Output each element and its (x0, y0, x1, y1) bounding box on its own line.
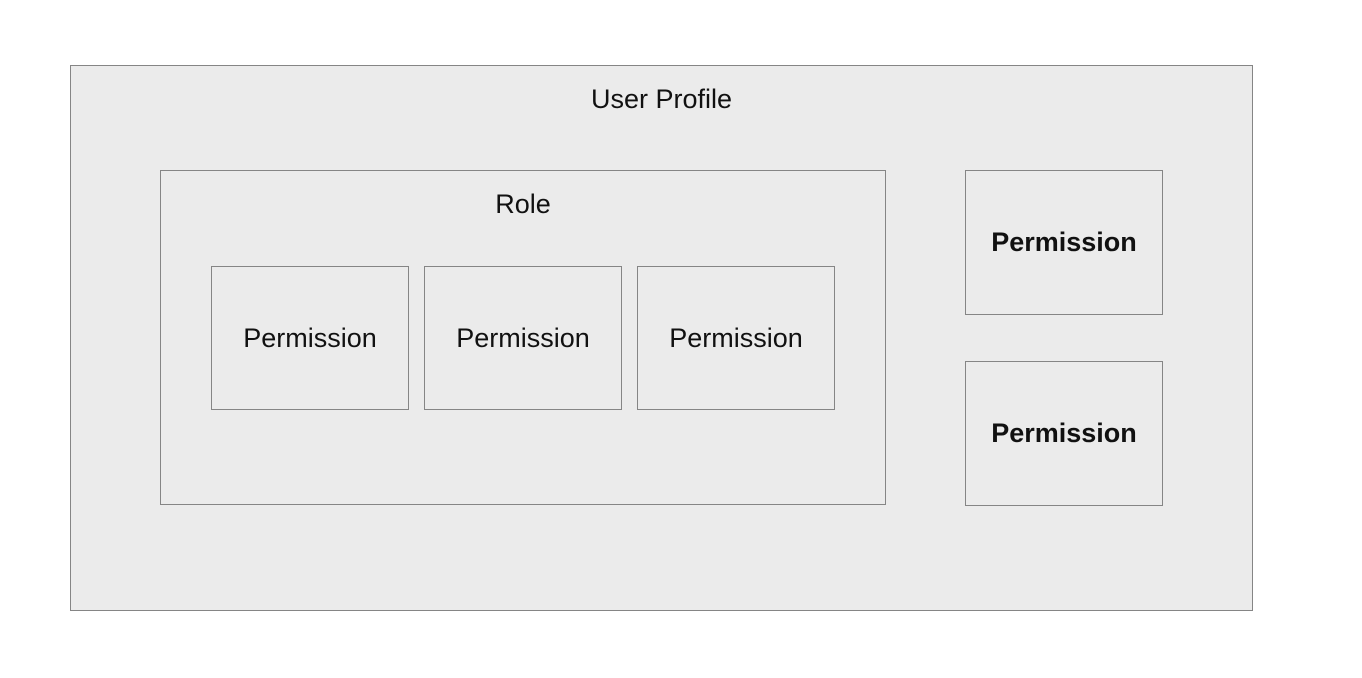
direct-permission-box: Permission (965, 361, 1163, 506)
role-permission-box: Permission (211, 266, 409, 410)
role-permission-box: Permission (424, 266, 622, 410)
direct-permission-box: Permission (965, 170, 1163, 315)
user-profile-box: User Profile Role Permission Permission … (70, 65, 1253, 611)
user-profile-label: User Profile (590, 84, 733, 114)
role-label: Role (495, 189, 551, 219)
role-box: Role Permission Permission Permission (160, 170, 886, 505)
role-permission-box: Permission (637, 266, 835, 410)
